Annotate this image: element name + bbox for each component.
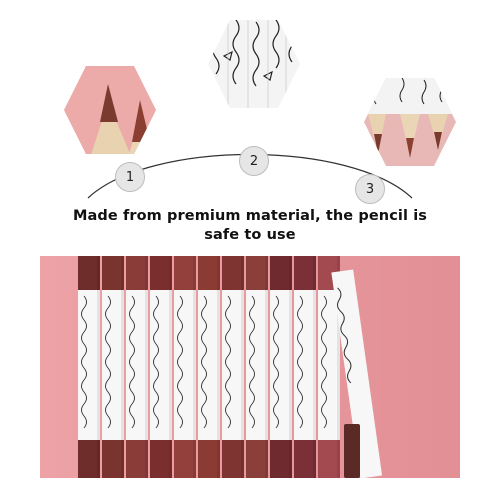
loose-pencil-lead (344, 424, 360, 478)
pencil-5 (174, 256, 196, 478)
pencil-8 (246, 256, 268, 478)
step-3-number: 3 (365, 181, 375, 197)
closeup-pencil-points-hexagon (364, 78, 456, 166)
product-headline: Made from premium material, the pencil i… (50, 207, 450, 245)
pencil-2 (102, 256, 124, 478)
pencil-row (78, 256, 340, 478)
pencil-9 (270, 256, 292, 478)
headline-line-2: safe to use (204, 227, 296, 243)
pencil-1 (78, 256, 100, 478)
pencil-10 (294, 256, 316, 478)
pencil-7 (222, 256, 244, 478)
closeup-pencil-tips-hexagon (64, 66, 156, 154)
step-2-badge: 2 (239, 146, 269, 176)
pencil-4 (150, 256, 172, 478)
closeup-printed-pencils-hexagon (208, 20, 300, 108)
standing-white-pencil (331, 269, 383, 478)
step-3-badge: 3 (355, 174, 385, 204)
pencil-6 (198, 256, 220, 478)
step-2-number: 2 (249, 153, 259, 169)
lip-pencil-set-photo (40, 256, 460, 478)
step-1-badge: 1 (115, 162, 145, 192)
pencil-3 (126, 256, 148, 478)
step-1-number: 1 (125, 169, 135, 185)
headline-line-1: Made from premium material, the pencil i… (72, 208, 428, 224)
